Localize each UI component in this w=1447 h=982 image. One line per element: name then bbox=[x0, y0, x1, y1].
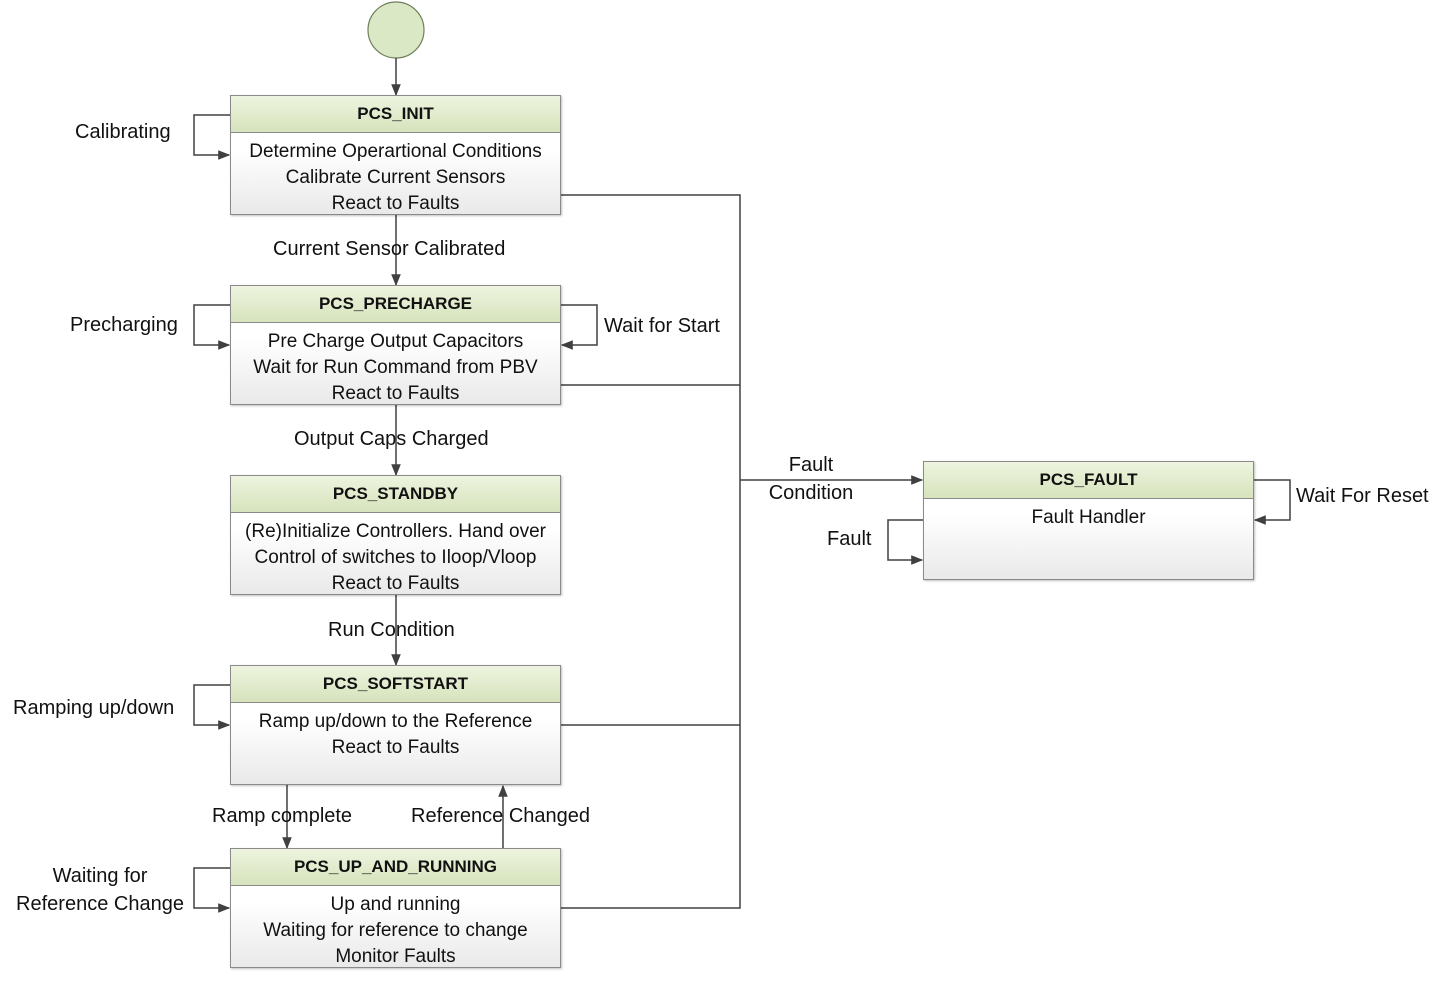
label-line: Waiting for bbox=[52, 865, 148, 887]
state-line: React to Faults bbox=[331, 737, 460, 758]
label-reference-changed: Reference Changed bbox=[411, 805, 591, 827]
state-pcs-softstart: PCS_SOFTSTART Ramp up/down to the Refere… bbox=[230, 665, 561, 785]
state-pcs-init: PCS_INIT Determine Operartional Conditio… bbox=[230, 95, 561, 215]
state-title: PCS_FAULT bbox=[924, 462, 1253, 499]
label-fault: Fault bbox=[827, 528, 872, 550]
state-line: Calibrate Current Sensors bbox=[285, 167, 506, 188]
state-title: PCS_UP_AND_RUNNING bbox=[231, 849, 560, 886]
state-body: Fault Handler bbox=[924, 499, 1253, 531]
state-pcs-fault: PCS_FAULT Fault Handler bbox=[923, 461, 1254, 580]
state-body: Up and running Waiting for reference to … bbox=[231, 886, 560, 970]
label-ramp-complete: Ramp complete bbox=[212, 805, 353, 827]
label-precharging: Precharging bbox=[70, 314, 178, 336]
label-run-condition: Run Condition bbox=[328, 619, 455, 641]
state-pcs-precharge: PCS_PRECHARGE Pre Charge Output Capacito… bbox=[230, 285, 561, 405]
state-line: Ramp up/down to the Reference bbox=[258, 711, 533, 732]
state-body: (Re)Initialize Controllers. Hand over Co… bbox=[231, 513, 560, 597]
state-line: React to Faults bbox=[331, 383, 460, 404]
state-body: Ramp up/down to the Reference React to F… bbox=[231, 703, 560, 761]
fault-self-loop-left bbox=[887, 519, 924, 565]
state-line: Fault Handler bbox=[1031, 507, 1146, 528]
state-pcs-standby: PCS_STANDBY (Re)Initialize Controllers. … bbox=[230, 475, 561, 595]
fault-self-loop-right bbox=[1253, 479, 1291, 525]
state-title: PCS_STANDBY bbox=[231, 476, 560, 513]
state-line: React to Faults bbox=[331, 573, 460, 594]
state-line: Wait for Run Command from PBV bbox=[253, 357, 538, 378]
init-fault-line bbox=[561, 194, 741, 909]
running-self-loop bbox=[193, 867, 231, 913]
state-pcs-up-and-running: PCS_UP_AND_RUNNING Up and running Waitin… bbox=[230, 848, 561, 968]
label-ramping: Ramping up/down bbox=[13, 697, 175, 719]
state-line: (Re)Initialize Controllers. Hand over bbox=[245, 521, 546, 542]
state-body: Determine Operartional Conditions Calibr… bbox=[231, 133, 560, 217]
label-fault-condition: Fault Condition bbox=[751, 451, 871, 507]
label-line: Condition bbox=[768, 482, 854, 504]
state-line: Monitor Faults bbox=[335, 946, 456, 967]
label-caps-charged: Output Caps Charged bbox=[294, 428, 489, 450]
initial-state-node bbox=[367, 1, 425, 59]
label-line: Reference Change bbox=[16, 893, 184, 915]
precharge-self-loop-right bbox=[560, 304, 598, 350]
state-body: Pre Charge Output Capacitors Wait for Ru… bbox=[231, 323, 560, 407]
init-self-loop bbox=[193, 114, 231, 160]
label-wait-for-reset: Wait For Reset bbox=[1296, 485, 1429, 507]
softstart-self-loop bbox=[193, 684, 231, 730]
state-line: Waiting for reference to change bbox=[263, 920, 528, 941]
precharge-self-loop-left bbox=[193, 304, 231, 350]
label-sensor-calibrated: Current Sensor Calibrated bbox=[273, 238, 506, 260]
state-line: Pre Charge Output Capacitors bbox=[267, 331, 524, 352]
state-line: Up and running bbox=[330, 894, 461, 915]
state-title: PCS_INIT bbox=[231, 96, 560, 133]
state-line: Determine Operartional Conditions bbox=[249, 141, 542, 162]
state-line: Control of switches to Iloop/Vloop bbox=[254, 547, 537, 568]
label-calibrating: Calibrating bbox=[75, 121, 171, 143]
state-title: PCS_SOFTSTART bbox=[231, 666, 560, 703]
label-wait-for-start: Wait for Start bbox=[604, 315, 720, 337]
state-title: PCS_PRECHARGE bbox=[231, 286, 560, 323]
label-waiting-reference: Waiting for Reference Change bbox=[10, 862, 190, 918]
label-line: Fault bbox=[788, 454, 834, 476]
state-line: React to Faults bbox=[331, 193, 460, 214]
